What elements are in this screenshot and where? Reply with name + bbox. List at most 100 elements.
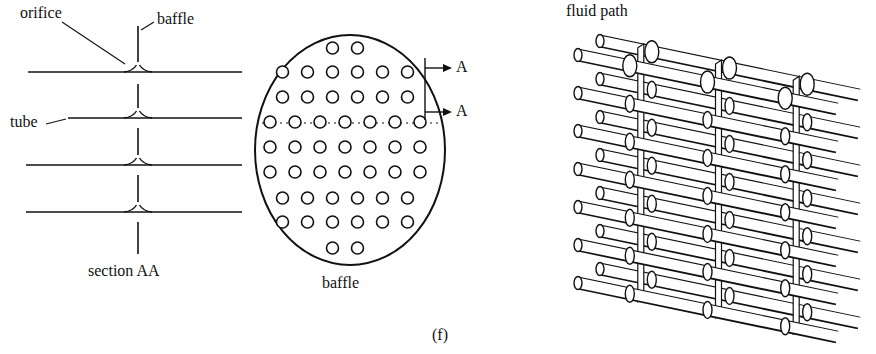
orifice-mark bbox=[124, 65, 137, 72]
tube-end bbox=[574, 49, 582, 62]
leader-line bbox=[141, 22, 154, 30]
tube-hole bbox=[377, 91, 389, 103]
tube-hole bbox=[364, 141, 376, 153]
tube-hole bbox=[339, 166, 351, 178]
tube-hole bbox=[289, 166, 301, 178]
orifice-mark bbox=[140, 65, 153, 72]
part-label: baffle bbox=[157, 10, 194, 28]
orifice-mark bbox=[124, 158, 137, 165]
tube-hole bbox=[402, 91, 414, 103]
section-letter: A bbox=[456, 58, 468, 76]
orifice-collar bbox=[625, 285, 634, 302]
orifice-collar bbox=[803, 190, 812, 207]
tube-hole bbox=[414, 141, 426, 153]
tube-hole bbox=[277, 216, 289, 228]
tube-bundle bbox=[574, 35, 861, 338]
tube-hole bbox=[377, 66, 389, 78]
tube-hole bbox=[327, 91, 339, 103]
tube-hole bbox=[327, 216, 339, 228]
orifice-collar bbox=[778, 87, 792, 109]
tube-hole bbox=[352, 66, 364, 78]
tube-hole bbox=[402, 66, 414, 78]
tube-end bbox=[596, 149, 604, 162]
orifice-mark bbox=[124, 205, 137, 212]
tube-hole bbox=[327, 242, 339, 254]
orifice-collar bbox=[781, 204, 790, 221]
tube-end bbox=[574, 163, 582, 176]
tube-hole bbox=[327, 66, 339, 78]
tube-hole bbox=[339, 116, 351, 128]
orifice-mark bbox=[124, 111, 137, 118]
orifice-collar bbox=[781, 166, 790, 183]
tube-end bbox=[596, 73, 604, 86]
orifice-collar bbox=[647, 81, 656, 98]
tube-hole bbox=[277, 91, 289, 103]
tube-end bbox=[574, 125, 582, 138]
orifice-mark bbox=[140, 111, 153, 118]
orifice-collar bbox=[725, 288, 734, 305]
tube-hole bbox=[314, 116, 326, 128]
tube-hole bbox=[339, 141, 351, 153]
orifice-collar bbox=[803, 152, 812, 169]
tube-hole bbox=[264, 116, 276, 128]
tube-hole bbox=[414, 116, 426, 128]
tube-hole bbox=[364, 116, 376, 128]
section-letter: A bbox=[456, 102, 468, 120]
tube-hole bbox=[352, 42, 364, 54]
orifice-collar bbox=[703, 150, 712, 167]
tube-end bbox=[574, 87, 582, 100]
orifice-collar bbox=[803, 114, 812, 131]
part-label: tube bbox=[10, 113, 38, 131]
orifice-collar bbox=[781, 242, 790, 259]
tube-end bbox=[596, 263, 604, 276]
orifice-collar bbox=[703, 264, 712, 281]
section-arrow bbox=[425, 67, 446, 68]
orifice-collar bbox=[701, 71, 715, 93]
orifice-collar bbox=[647, 271, 656, 288]
tube-end bbox=[596, 35, 604, 48]
orifice-collar bbox=[703, 302, 712, 319]
orifice-collar bbox=[725, 212, 734, 229]
view-label: fluid path bbox=[566, 2, 628, 20]
tube-hole bbox=[264, 141, 276, 153]
tube-line bbox=[68, 117, 242, 119]
orifice-collar bbox=[647, 119, 656, 136]
orifice-collar bbox=[647, 233, 656, 250]
orifice-mark bbox=[140, 158, 153, 165]
orifice-collar bbox=[803, 304, 812, 321]
baffle-line bbox=[137, 128, 139, 155]
section-view bbox=[26, 22, 242, 254]
tube-end bbox=[596, 187, 604, 200]
orifice-collar bbox=[647, 157, 656, 174]
front-tube-fill bbox=[579, 283, 839, 337]
orifice-collar bbox=[625, 171, 634, 188]
orifice-collar bbox=[703, 226, 712, 243]
tube-hole bbox=[327, 192, 339, 204]
baffle-line bbox=[137, 84, 139, 108]
tube-line bbox=[28, 71, 242, 73]
tube-hole bbox=[352, 216, 364, 228]
view-label: section AA bbox=[88, 262, 160, 280]
tube-hole bbox=[314, 141, 326, 153]
tube-end bbox=[596, 225, 604, 238]
tube-hole bbox=[327, 42, 339, 54]
orifice-collar bbox=[623, 55, 637, 77]
tube-hole bbox=[352, 242, 364, 254]
baffle-line bbox=[137, 26, 139, 62]
tube-hole bbox=[402, 216, 414, 228]
tube-hole bbox=[364, 166, 376, 178]
arrowhead bbox=[443, 64, 452, 72]
orifice-collar bbox=[625, 95, 634, 112]
orifice-collar bbox=[625, 247, 634, 264]
tube-hole bbox=[264, 166, 276, 178]
orifice-collar bbox=[781, 318, 790, 335]
tube-line bbox=[26, 164, 242, 166]
tube-end bbox=[574, 277, 582, 290]
tube-line bbox=[26, 211, 242, 213]
tube-end bbox=[596, 111, 604, 124]
orifice-collar bbox=[781, 128, 790, 145]
leader-line bbox=[46, 119, 66, 124]
tube-hole bbox=[377, 216, 389, 228]
